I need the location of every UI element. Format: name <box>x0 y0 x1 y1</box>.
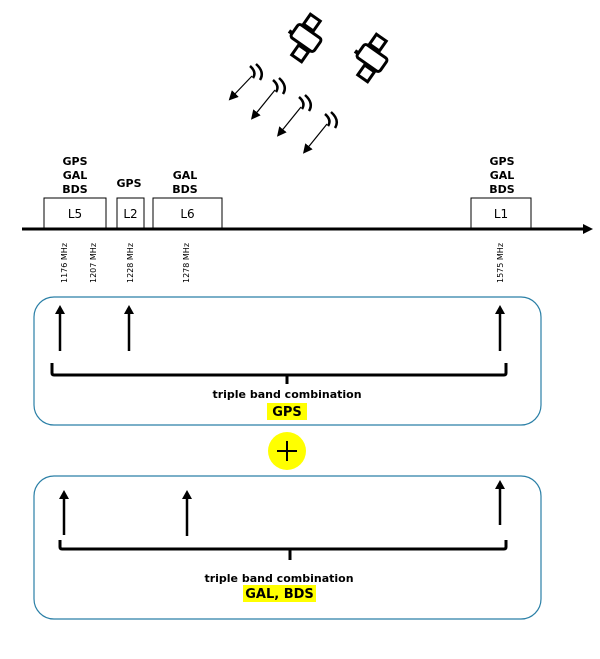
system-label: GAL <box>173 169 198 182</box>
signal-icon <box>228 63 264 101</box>
system-label: GAL <box>63 169 88 182</box>
system-label: GAL <box>490 169 515 182</box>
band-box-l5: L5 <box>43 197 107 229</box>
band-arrow-l1 <box>495 305 505 351</box>
system-label: GPS <box>62 155 87 168</box>
band-box-l6: L6 <box>152 197 223 229</box>
satellite-icon <box>287 12 323 64</box>
frequency-label: 1228 MHz <box>126 243 135 283</box>
system-label: GPS <box>489 155 514 168</box>
frequency-label: 1207 MHz <box>89 243 98 283</box>
satellite-icon <box>353 32 389 84</box>
band-l2-systems: GPS <box>116 177 141 190</box>
signal-icon <box>250 77 287 120</box>
highlight <box>243 585 316 602</box>
system-label: BDS <box>172 183 198 196</box>
frequency-axis <box>22 224 593 234</box>
band-l6-systems: GAL BDS <box>172 169 198 196</box>
signal-icon <box>276 94 313 137</box>
band-l5-systems: GPS GAL BDS <box>62 155 88 196</box>
system-label: BDS <box>62 183 88 196</box>
combination-systems: GPS <box>272 405 302 420</box>
band-arrow-l5 <box>55 305 65 351</box>
system-label: GPS <box>116 177 141 190</box>
brace <box>58 540 508 560</box>
system-label: BDS <box>489 183 515 196</box>
band-label: L1 <box>494 207 508 221</box>
combination-caption: triple band combination <box>212 388 361 401</box>
frequency-label: 1176 MHz <box>60 243 69 283</box>
frequency-label: 1278 MHz <box>182 243 191 283</box>
band-label: L2 <box>123 207 137 221</box>
combination-caption: triple band combination <box>204 572 353 585</box>
band-arrow-l5 <box>59 490 69 535</box>
plus-icon <box>268 432 306 470</box>
signal-icon <box>302 111 339 154</box>
band-label: L6 <box>180 207 194 221</box>
band-l1-systems: GPS GAL BDS <box>489 155 515 196</box>
highlight <box>267 403 307 420</box>
brace <box>50 363 508 384</box>
band-arrow-l1 <box>495 480 505 525</box>
band-box-l2: L2 <box>116 197 145 229</box>
frequency-label: 1575 MHz <box>496 243 505 283</box>
band-arrow-l2 <box>124 305 134 351</box>
combination-systems: GAL, BDS <box>245 587 314 602</box>
combination-box-gps: triple band combination GPS <box>33 296 542 426</box>
band-label: L5 <box>68 207 82 221</box>
band-arrow-l6 <box>182 490 192 536</box>
combination-box-gal-bds: triple band combination GAL, BDS <box>33 475 542 620</box>
band-box-l1: L1 <box>470 197 532 229</box>
